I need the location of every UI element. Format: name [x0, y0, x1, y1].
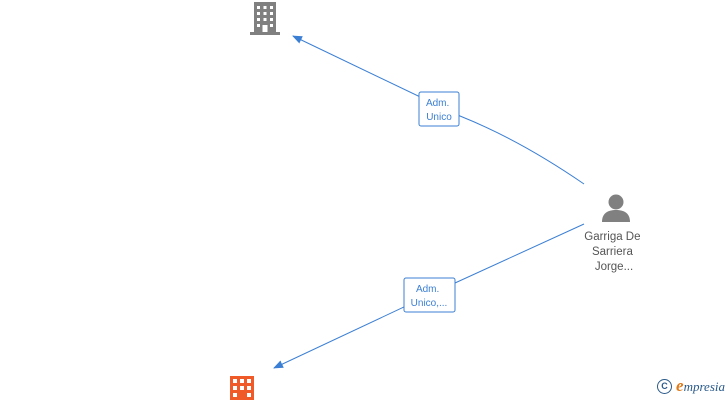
edge-label-line: Unico: [426, 112, 452, 123]
edge-line-top: [292, 35, 585, 185]
building-icon[interactable]: [230, 376, 254, 400]
person-name-line: Sarriera: [592, 246, 634, 258]
edge-label-top[interactable]: Adm. Unico: [418, 91, 460, 127]
person-icon[interactable]: [602, 194, 630, 223]
edge-label-bottom[interactable]: Adm. Unico,...: [403, 277, 456, 313]
person-name[interactable]: Garriga De Sarriera Jorge...: [584, 231, 643, 273]
edge-label-line: Unico,...: [411, 298, 448, 309]
brand-logo: C empresia: [657, 376, 725, 396]
edge-label-line: Adm.: [416, 284, 439, 295]
brand-letter: e: [676, 376, 684, 395]
svg-text:Adm. Unico,...: Adm. Unico,...: [411, 284, 448, 309]
svg-text:Adm. Unico: Adm. Unico: [426, 98, 452, 123]
edge-label-line: Adm.: [426, 98, 449, 109]
brand-rest: mpresia: [683, 379, 725, 394]
brand-wordmark: empresia: [676, 376, 725, 396]
building-icon[interactable]: [250, 2, 280, 35]
person-name-line: Jorge...: [595, 261, 633, 273]
copyright-icon: C: [657, 378, 673, 394]
person-name-line: Garriga De: [584, 231, 640, 243]
